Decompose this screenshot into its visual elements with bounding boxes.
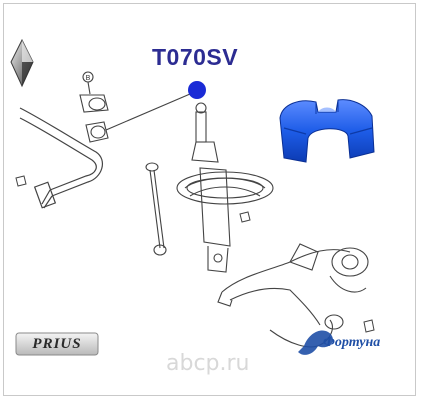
- watermark: abcp.ru: [166, 351, 250, 376]
- highlight-marker[interactable]: [188, 81, 206, 99]
- vehicle-badge-label: PRIUS: [32, 336, 82, 352]
- steering-knuckle: [217, 243, 369, 348]
- nut-icon: [15, 175, 375, 333]
- image-frame: [3, 3, 416, 396]
- vehicle-badge: PRIUS: [16, 333, 98, 355]
- vehicle-badge-icon: [15, 332, 99, 356]
- diamond-emblem-icon: [10, 38, 34, 88]
- bushing-part-image[interactable]: [279, 99, 375, 163]
- stabilizer-link: [145, 162, 167, 256]
- fortuna-swirl-icon: [298, 330, 333, 355]
- strut-assembly: [176, 102, 274, 273]
- shop-logo: Фортуна: [323, 335, 381, 350]
- part-code: T070SV: [152, 44, 239, 70]
- bushing-bracket: [79, 71, 191, 143]
- callout-label: B: [86, 75, 91, 82]
- stabilizer-bar: [19, 107, 104, 209]
